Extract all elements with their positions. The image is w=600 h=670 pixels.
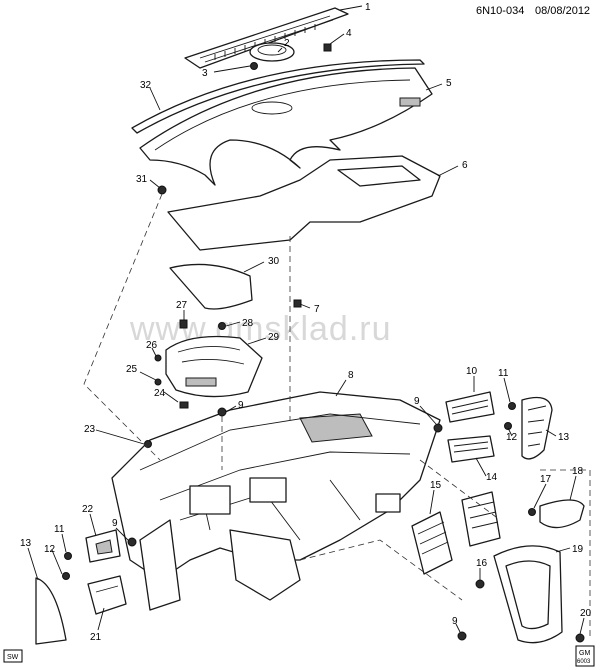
callout-14: 14	[486, 472, 498, 483]
callout-25: 25	[126, 364, 138, 375]
callout-numbers: 1 2 3 4 5 6 7 8 9 9 9 9 10 11 11 12 12 1…	[20, 2, 592, 643]
part-bracket-21	[87, 575, 127, 615]
diagram-ref: 6N10-034	[476, 5, 524, 17]
watermark: www.gmsklad.ru	[129, 310, 392, 348]
callout-9a: 9	[238, 400, 244, 411]
callout-21: 21	[90, 632, 102, 643]
callout-5: 5	[446, 78, 452, 89]
callout-9b: 9	[414, 396, 420, 407]
svg-text:6003: 6003	[577, 659, 591, 665]
part-right-end-cap	[521, 396, 553, 460]
part-side-vent-left	[411, 511, 453, 575]
leader-lines	[27, 5, 585, 635]
callout-22: 22	[82, 504, 94, 515]
callout-13a: 13	[558, 432, 570, 443]
callout-4: 4	[346, 28, 352, 39]
callout-12a: 12	[506, 432, 518, 443]
svg-text:GM: GM	[579, 650, 590, 657]
callout-15: 15	[430, 480, 442, 491]
callout-11b: 11	[54, 524, 65, 535]
part-instrument-panel-carrier	[111, 391, 441, 601]
part-insulator	[167, 155, 441, 251]
callout-23: 23	[84, 424, 96, 435]
part-left-bracket	[139, 519, 181, 611]
callout-28: 28	[242, 318, 254, 329]
part-side-vent-right	[461, 491, 501, 547]
part-sunload-sensor-cover	[249, 42, 295, 62]
callout-9c: 9	[112, 518, 118, 529]
callout-30: 30	[268, 256, 280, 267]
callout-31: 31	[136, 174, 148, 185]
badge-sw: SW	[3, 649, 23, 663]
callout-19: 19	[572, 544, 584, 555]
callout-18: 18	[572, 466, 584, 477]
diagram-date: 08/08/2012	[535, 5, 590, 17]
callout-6: 6	[462, 160, 468, 171]
callout-12b: 12	[44, 544, 56, 555]
callout-8: 8	[348, 370, 354, 381]
part-center-vent-upper	[445, 391, 495, 423]
callout-13b: 13	[20, 538, 32, 549]
callout-7: 7	[314, 304, 320, 315]
part-cluster-bezel	[165, 335, 263, 398]
callout-11a: 11	[498, 368, 509, 379]
callout-1: 1	[365, 2, 371, 13]
part-trim-strip	[539, 499, 585, 529]
badge-gm: GM 6003	[575, 645, 595, 667]
part-right-trim-bezel	[493, 545, 563, 644]
callout-29: 29	[268, 332, 280, 343]
callout-17: 17	[540, 474, 552, 485]
part-upper-trim-pad	[139, 67, 433, 186]
part-center-vent-lower	[447, 435, 495, 463]
callout-2: 2	[284, 38, 290, 49]
callout-20: 20	[580, 608, 592, 619]
part-cluster-hood	[169, 263, 253, 310]
callout-24: 24	[154, 388, 166, 399]
callout-9d: 9	[452, 616, 458, 627]
callout-27: 27	[176, 300, 188, 311]
part-left-end-cap	[35, 577, 67, 645]
callout-16: 16	[476, 558, 488, 569]
callout-32: 32	[140, 80, 152, 91]
svg-text:SW: SW	[7, 654, 19, 661]
alignment-lines	[83, 193, 591, 640]
part-windshield-seal	[131, 59, 425, 134]
part-bracket-22	[85, 529, 121, 563]
callout-10: 10	[466, 366, 478, 377]
callout-26: 26	[146, 340, 158, 351]
part-defroster-grille	[184, 7, 349, 69]
callout-3: 3	[202, 68, 208, 79]
